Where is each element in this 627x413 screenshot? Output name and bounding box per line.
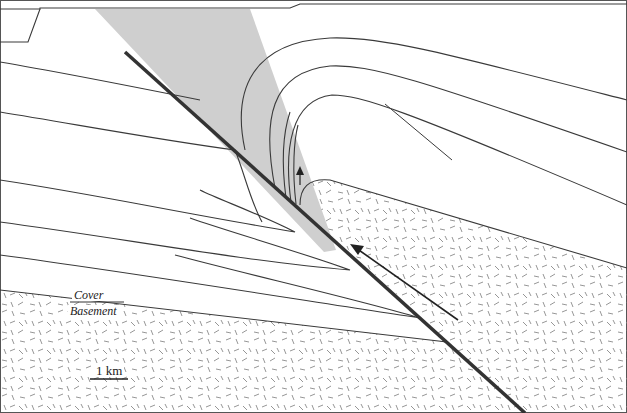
basement-footwall <box>0 290 525 413</box>
scale-label: 1 km <box>94 364 124 377</box>
strata <box>0 4 627 342</box>
shear-zone <box>95 9 336 252</box>
unit-label: Basement <box>68 305 119 317</box>
motion-arrow <box>350 244 458 320</box>
thrust-fault <box>125 52 525 413</box>
unit-label: Cover <box>72 289 105 301</box>
small-arrow <box>296 166 304 185</box>
scale-bar <box>90 378 128 380</box>
boundary-tick <box>70 302 124 303</box>
